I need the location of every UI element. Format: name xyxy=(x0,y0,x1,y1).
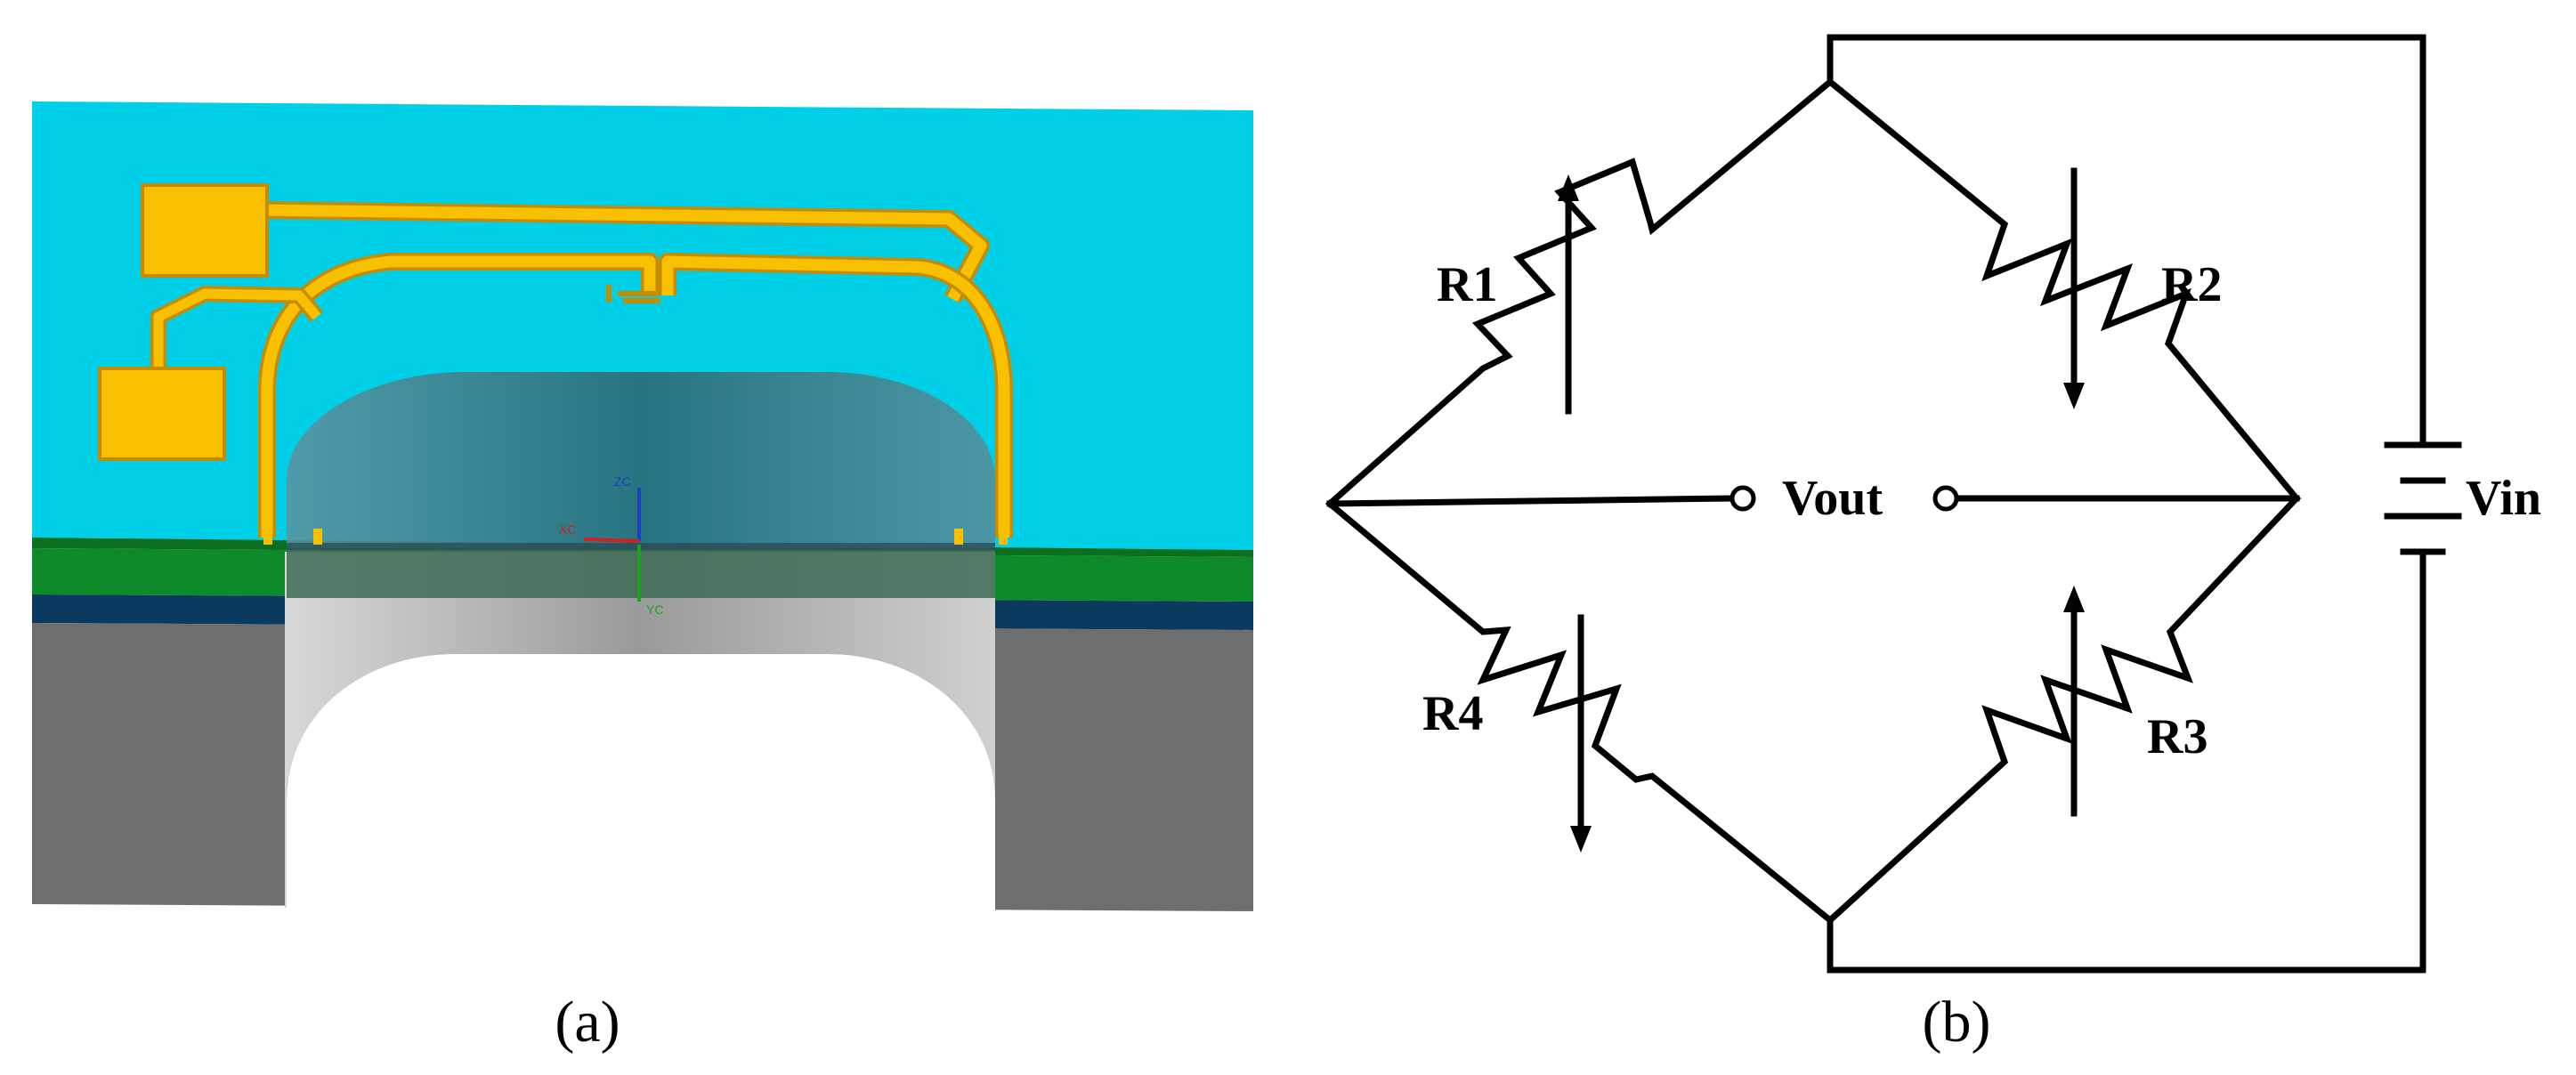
resistor-r2 xyxy=(1826,77,2301,503)
contact-pad-left-2 xyxy=(313,529,322,545)
contact-pad-right-1 xyxy=(954,529,963,545)
axis-label-z: ZC xyxy=(614,474,631,489)
coordinate-axes: ZC XC YC xyxy=(559,474,663,617)
wheatstone-bridge-diagram xyxy=(1325,34,2462,974)
contact-pad-right-2 xyxy=(999,529,1008,545)
bond-pad-upper xyxy=(141,183,269,278)
vout-terminal-right xyxy=(1932,485,1959,512)
label-r3: R3 xyxy=(2147,709,2207,764)
caption-a: (a) xyxy=(555,990,620,1055)
metal-traces xyxy=(150,201,1013,538)
vout-wire-left xyxy=(1326,495,1736,507)
label-vout: Vout xyxy=(1782,471,1883,526)
supply-wire-top xyxy=(1827,34,2426,449)
label-r1: R1 xyxy=(1437,257,1497,312)
label-r2: R2 xyxy=(2161,257,2222,312)
axis-label-x: XC xyxy=(559,522,576,537)
resistor-r3 xyxy=(1826,494,2301,925)
contact-pad-left-1 xyxy=(263,529,272,545)
sensor-3d-model: ZC XC YC (a) xyxy=(32,101,1253,1055)
cavity-opening xyxy=(287,654,995,917)
etched-cavity xyxy=(285,552,995,911)
label-vin: Vin xyxy=(2466,471,2541,526)
vout-terminal-left xyxy=(1729,485,1756,512)
resistor-r1 xyxy=(1325,77,1835,508)
membrane-region xyxy=(287,372,995,548)
resistor-r4 xyxy=(1325,499,1835,925)
supply-wire-bottom xyxy=(1827,548,2426,974)
bond-pad-lower xyxy=(98,367,226,461)
axis-label-y: YC xyxy=(646,602,663,617)
battery-vin xyxy=(2384,441,2462,555)
caption-b: (b) xyxy=(1923,990,1991,1055)
label-r4: R4 xyxy=(1422,686,1483,741)
